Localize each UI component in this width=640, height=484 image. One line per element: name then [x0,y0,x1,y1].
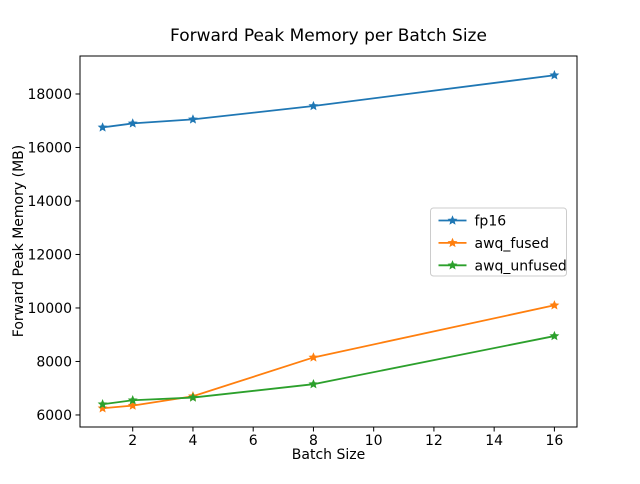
legend-entry-fp16: fp16 [438,214,507,230]
series-awq_unfused [97,330,560,409]
x-tick-label: 16 [545,433,563,449]
y-tick-label: 16000 [27,140,72,156]
data-point-marker [549,330,560,341]
data-point-marker [308,379,319,389]
legend-box [430,207,567,277]
series-line [101,74,556,129]
y-tick-label: 6000 [36,408,72,424]
plot-frame [79,55,578,428]
chart-title: Forward Peak Memory per Batch Size [170,26,487,46]
y-tick-label: 18000 [27,87,72,103]
legend-label: fp16 [475,214,507,230]
data-point-marker [97,399,108,409]
y-axis-label: Forward Peak Memory (MB) [11,144,27,338]
y-axis: 6000 8000 10000 12000 14000 16000 18000 [27,87,80,424]
data-point-marker [127,395,138,405]
legend-marker [447,260,458,270]
legend-entry-awq_unfused: awq_unfused [438,258,567,274]
data-point-marker [188,114,198,124]
data-point-marker [97,122,108,132]
data-point-marker [549,70,560,80]
x-tick-label: 12 [425,433,443,449]
y-tick-label: 12000 [27,247,72,263]
series-line [101,304,556,410]
x-axis-label: Batch Size [291,447,366,463]
data-point-marker [308,100,319,111]
legend-marker [447,237,458,248]
data-point-marker [308,352,319,362]
x-tick-label: 2 [128,433,137,449]
data-point-marker [97,403,108,413]
legend: fp16 awq_fused awq_unfused [430,207,567,277]
data-point-marker [127,118,138,128]
data-point-marker [127,400,138,410]
series-awq_fused [97,300,560,413]
series-line [101,335,556,406]
x-tick-label: 4 [188,433,197,449]
x-axis: 2 4 6 8 10 12 14 16 [128,427,563,449]
y-tick-label: 10000 [27,301,72,317]
series-fp16 [97,70,560,132]
y-tick-label: 14000 [27,194,72,210]
legend-marker [447,215,458,225]
data-point-marker [188,392,198,402]
legend-label: awq_fused [475,236,550,252]
x-tick-label: 14 [485,433,503,449]
data-point-marker [549,300,560,310]
x-tick-label: 8 [309,433,318,449]
x-tick-label: 6 [249,433,258,449]
x-tick-label: 10 [365,433,383,449]
legend-label: awq_unfused [475,258,567,274]
legend-entry-awq_fused: awq_fused [438,236,550,252]
y-tick-label: 8000 [36,354,72,370]
